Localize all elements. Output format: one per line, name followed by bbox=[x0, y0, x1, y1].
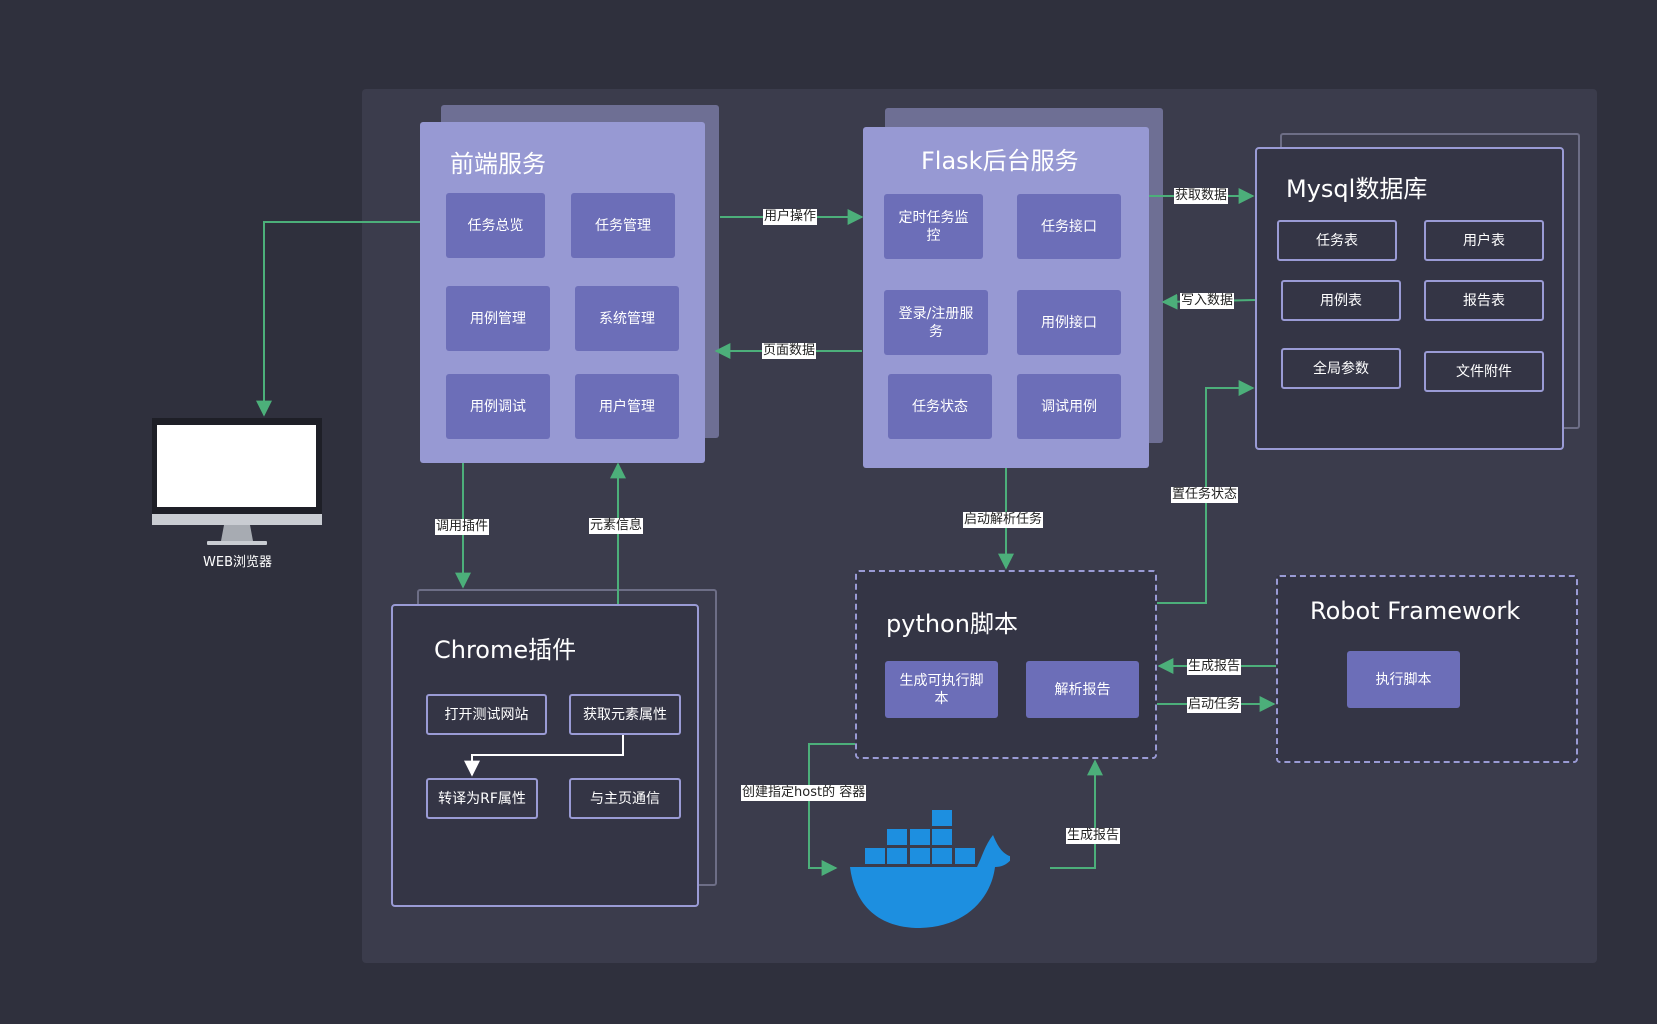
mysql-user-table-button[interactable]: 用户表 bbox=[1424, 220, 1544, 261]
python-card: python脚本 生成可执行脚本 解析报告 bbox=[855, 570, 1157, 759]
user-op-label: 用户操作 bbox=[763, 209, 818, 225]
flask-schedule-monitor-button[interactable]: 定时任务监控 bbox=[884, 194, 983, 259]
docker-report-label: 生成报告 bbox=[1066, 828, 1121, 844]
flask-login-register-button[interactable]: 登录/注册服务 bbox=[884, 290, 988, 355]
robot-title: Robot Framework bbox=[1310, 597, 1521, 625]
docker-report-arrow bbox=[1050, 759, 1103, 869]
flask-case-api-button[interactable]: 用例接口 bbox=[1017, 290, 1121, 355]
frontend-case-management-button[interactable]: 用例管理 bbox=[446, 286, 550, 351]
python-parse-report-button[interactable]: 解析报告 bbox=[1026, 661, 1139, 718]
chrome-get-attributes-button[interactable]: 获取元素属性 bbox=[569, 694, 681, 735]
call-plugin-label: 调用插件 bbox=[435, 519, 490, 535]
element-info-label: 元素信息 bbox=[589, 518, 644, 534]
fetch-data-label: 获取数据 bbox=[1174, 188, 1229, 204]
monitor-icon bbox=[152, 418, 322, 545]
set-status-label: 置任务状态 bbox=[1171, 487, 1239, 503]
frontend-task-overview-button[interactable]: 任务总览 bbox=[446, 193, 545, 258]
flask-title: Flask后台服务 bbox=[921, 147, 1079, 175]
start-parse-label: 启动解析任务 bbox=[963, 512, 1044, 528]
flask-card: Flask后台服务 定时任务监控 任务接口 登录/注册服务 用例接口 任务状态 … bbox=[863, 127, 1149, 468]
mysql-title: Mysql数据库 bbox=[1286, 175, 1428, 203]
robot-report-label: 生成报告 bbox=[1187, 659, 1242, 675]
mysql-report-table-button[interactable]: 报告表 bbox=[1424, 280, 1544, 321]
chrome-open-site-button[interactable]: 打开测试网站 bbox=[426, 694, 547, 735]
write-data-label: 写入数据 bbox=[1180, 293, 1235, 309]
frontend-case-debug-button[interactable]: 用例调试 bbox=[446, 374, 550, 439]
mysql-case-table-button[interactable]: 用例表 bbox=[1281, 280, 1401, 321]
flask-task-api-button[interactable]: 任务接口 bbox=[1017, 194, 1121, 259]
mysql-task-table-button[interactable]: 任务表 bbox=[1277, 220, 1397, 261]
flask-task-status-button[interactable]: 任务状态 bbox=[888, 374, 992, 439]
chrome-main-page-comm-button[interactable]: 与主页通信 bbox=[569, 778, 681, 819]
frontend-title: 前端服务 bbox=[450, 150, 546, 178]
chrome-internal-arrow bbox=[464, 735, 624, 777]
frontend-user-management-button[interactable]: 用户管理 bbox=[575, 374, 679, 439]
docker-icon bbox=[850, 810, 1010, 928]
flask-debug-case-button[interactable]: 调试用例 bbox=[1017, 374, 1121, 439]
web-browser-caption: WEB浏览器 bbox=[203, 555, 272, 570]
create-container-label: 创建指定host的 容器 bbox=[741, 785, 867, 801]
create-container-arrow bbox=[808, 743, 855, 876]
robot-execute-script-button[interactable]: 执行脚本 bbox=[1347, 651, 1460, 708]
python-title: python脚本 bbox=[886, 610, 1018, 638]
web-browser: WEB浏览器 bbox=[151, 417, 323, 572]
python-generate-script-button[interactable]: 生成可执行脚本 bbox=[885, 661, 998, 718]
frontend-system-management-button[interactable]: 系统管理 bbox=[575, 286, 679, 351]
chrome-title: Chrome插件 bbox=[434, 636, 577, 664]
frontend-task-management-button[interactable]: 任务管理 bbox=[571, 193, 675, 258]
robot-card: Robot Framework 执行脚本 bbox=[1276, 575, 1578, 763]
frontend-card: 前端服务 任务总览 任务管理 用例管理 系统管理 用例调试 用户管理 bbox=[420, 122, 705, 463]
chrome-convert-rf-button[interactable]: 转译为RF属性 bbox=[426, 778, 538, 819]
mysql-card: Mysql数据库 任务表 用户表 用例表 报告表 全局参数 文件附件 bbox=[1255, 147, 1564, 450]
chrome-card: Chrome插件 打开测试网站 获取元素属性 转译为RF属性 与主页通信 bbox=[391, 604, 699, 907]
start-task-label: 启动任务 bbox=[1187, 697, 1242, 713]
frontend-to-browser-arrow bbox=[256, 221, 420, 417]
page-data-label: 页面数据 bbox=[762, 343, 817, 359]
mysql-file-attachment-button[interactable]: 文件附件 bbox=[1424, 351, 1544, 392]
mysql-global-params-button[interactable]: 全局参数 bbox=[1281, 348, 1401, 389]
